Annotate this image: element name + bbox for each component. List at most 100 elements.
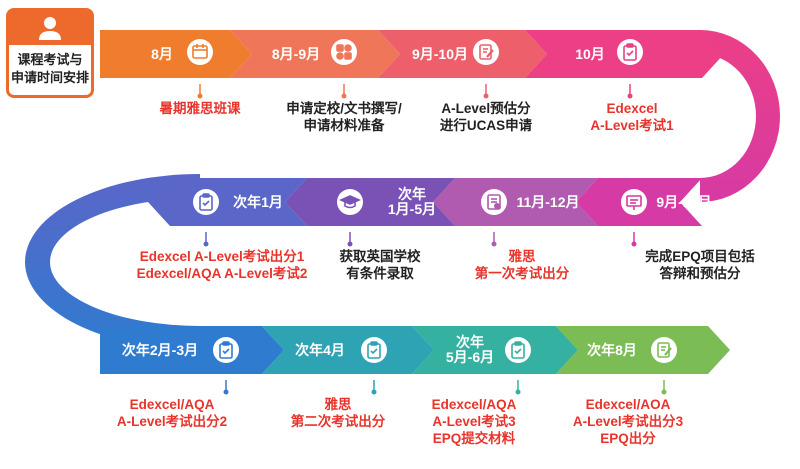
step-description-line: A-Level考试出分2: [116, 414, 228, 429]
step-chevron-10: [262, 326, 434, 374]
step-connector-dot-8: [203, 241, 209, 247]
step-label-9: 次年2月-3月: [105, 341, 215, 358]
step-description-line: Edexcel/AQA: [431, 397, 517, 412]
step-chevron-8: [148, 178, 307, 226]
step-description-2: 申请定校/文书撰写/申请材料准备: [254, 100, 434, 134]
step-description-9: Edexcel/AQA A-Level考试出分2: [87, 396, 257, 430]
step-description-line: EPQ出分: [600, 431, 656, 446]
step-label-line: 8月-9月: [271, 45, 321, 62]
step-label-1: 8月: [107, 45, 217, 62]
step-description-line: 获取英国学校: [339, 249, 421, 264]
graduation-cap-icon: [339, 195, 361, 209]
step-label-line: 11月-12月: [516, 193, 580, 210]
step-chevron-3: [378, 30, 547, 78]
step-description-3: A-Level预估分进行UCAS申请: [406, 100, 566, 134]
step-description-line: Edexcel: [606, 101, 658, 116]
step-label-6: 11月-12月: [493, 193, 603, 210]
header-badge-top: [9, 11, 91, 45]
step-connector-dot-12: [661, 389, 667, 395]
step-description-line: 第二次考试出分: [290, 414, 386, 429]
step-label-line: 1月-5月: [387, 201, 437, 217]
header-badge: 课程考试与 申请时间安排: [6, 8, 94, 98]
edit-icon: [657, 342, 672, 358]
step-description-line: 进行UCAS申请: [439, 118, 533, 133]
step-label-line: 5月-6月: [445, 349, 495, 365]
step-label-line: 次年: [456, 334, 484, 350]
step-chevron-12: [556, 326, 730, 374]
clipboard-icon: [511, 341, 525, 359]
step-chevron-9: [100, 326, 284, 374]
step-description-7: 获取英国学校有条件录取: [305, 248, 455, 282]
presentation-icon: [626, 195, 642, 210]
step-description-line: 雅思: [324, 397, 352, 412]
step-description-line: 第一次考试出分: [474, 266, 570, 281]
step-chevron-11: [412, 326, 578, 374]
step-connector-dot-11: [515, 389, 521, 395]
step-label-12: 次年8月: [557, 341, 667, 358]
step-description-10: 雅思第二次考试出分: [263, 396, 413, 430]
step-chevron-1: [100, 30, 252, 78]
clipboard-icon: [219, 341, 233, 359]
step-description-line: A-Level预估分: [441, 101, 531, 116]
step-connector-dot-7: [347, 241, 353, 247]
step-label-10: 次年4月: [265, 341, 375, 358]
step-label-line: 次年1月: [233, 193, 283, 210]
step-connector-dot-4: [627, 93, 633, 99]
step-description-line: EPQ提交材料: [432, 431, 516, 446]
step-description-line: 暑期雅思班课: [159, 101, 241, 116]
step-description-line: 雅思: [508, 249, 536, 264]
step-description-line: 答辩和预估分: [659, 266, 741, 281]
step-label-4: 10月: [535, 46, 645, 62]
step-label-line: 8月: [151, 45, 173, 62]
step-description-line: 有条件录取: [346, 266, 414, 281]
grid-icon: [336, 44, 352, 60]
step-label-3: 9月-10月: [385, 45, 495, 62]
step-description-1: 暑期雅思班课: [110, 100, 290, 117]
calendar-icon: [192, 44, 208, 59]
step-connector-dot-9: [223, 389, 229, 395]
step-label-line: 9月-10月: [411, 45, 469, 62]
step-description-line: Edexcel/AQA: [129, 397, 215, 412]
step-label-line: 9月-11月: [656, 193, 712, 210]
person-icon: [39, 17, 61, 40]
step-chevron-6: [433, 178, 598, 226]
step-connector-dot-6: [491, 241, 497, 247]
step-label-5: 9月-11月: [629, 193, 739, 210]
step-connector-dot-2: [341, 93, 347, 99]
step-description-line: Edexcel A-Level考试出分1: [139, 249, 305, 264]
right-connector-arc: [700, 30, 780, 202]
step-label-line: 次年: [398, 186, 426, 202]
step-description-line: 申请材料准备: [303, 118, 385, 133]
step-description-line: A-Level考试3: [432, 414, 516, 429]
clipboard-icon: [367, 341, 381, 359]
step-connector-dot-1: [197, 93, 203, 99]
header-title-line2: 申请时间安排: [10, 70, 89, 85]
step-description-line: 申请定校/文书撰写/: [286, 101, 402, 116]
document-icon: [487, 194, 501, 210]
step-label-line: 次年4月: [295, 341, 345, 358]
step-chevron-2: [230, 30, 400, 78]
step-label-line: 次年2月-3月: [121, 341, 199, 358]
clipboard-icon: [199, 193, 213, 211]
step-label-8: 次年1月: [203, 193, 313, 210]
step-chevron-7: [285, 178, 455, 226]
step-description-6: 雅思第一次考试出分: [447, 248, 597, 282]
left-connector-arc: [25, 174, 200, 350]
clipboard-icon-bg: [213, 337, 239, 363]
step-label-2: 8月-9月: [241, 45, 351, 62]
step-description-5: 完成EPQ项目包括答辩和预估分: [615, 248, 785, 282]
step-description-line: Edexcel/AQA A-Level考试2: [136, 266, 308, 281]
step-connector-dot-3: [483, 93, 489, 99]
step-description-line: Edexcel/AOA: [585, 397, 671, 412]
step-label-line: 次年8月: [587, 341, 637, 358]
step-description-line: 完成EPQ项目包括: [645, 249, 755, 264]
step-connector-dot-5: [631, 241, 637, 247]
step-description-line: A-Level考试出分3: [572, 414, 684, 429]
